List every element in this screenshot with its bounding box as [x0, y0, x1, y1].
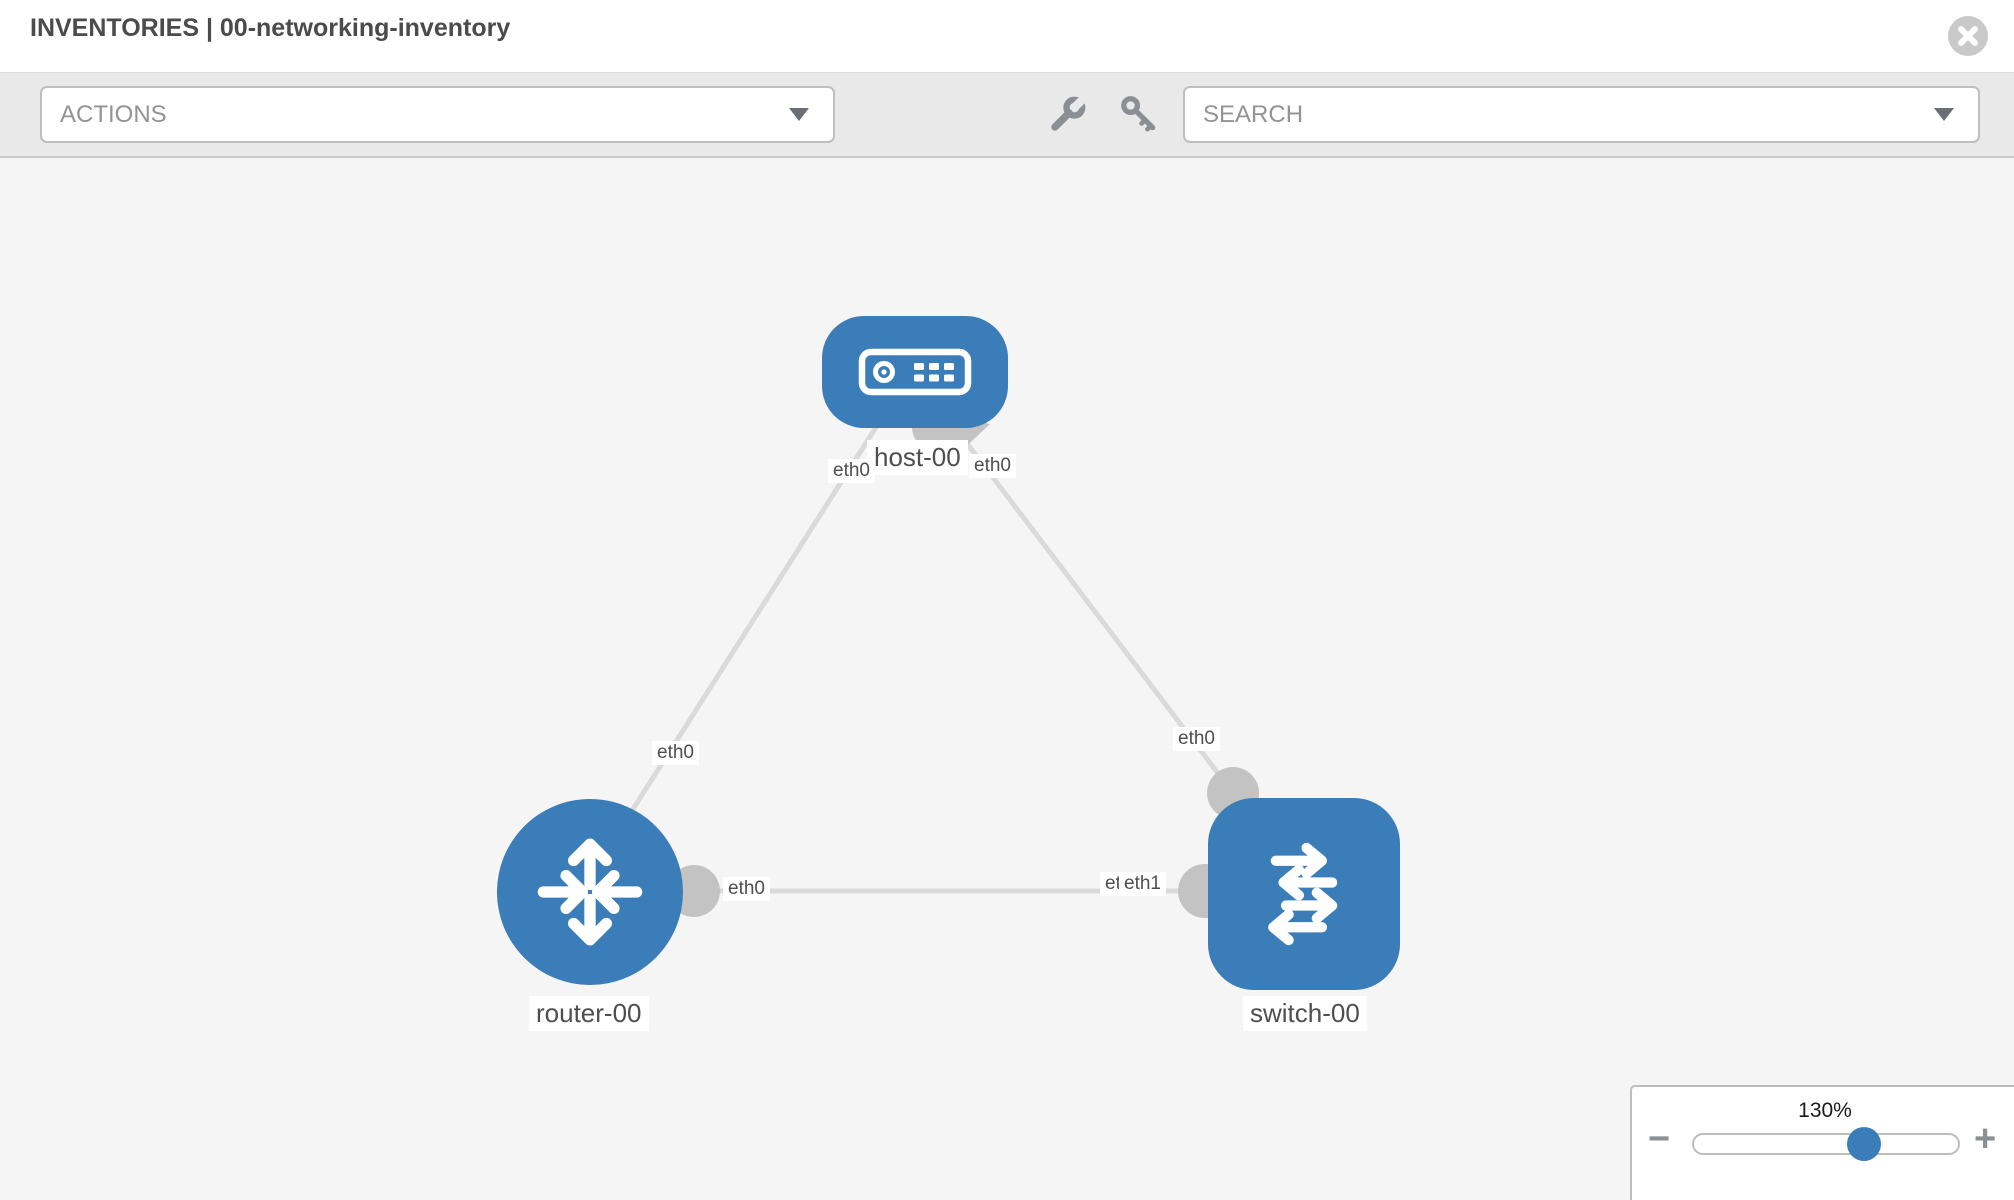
topology-links-layer: [597, 403, 1259, 918]
header: INVENTORIES | 00-networking-inventory: [0, 0, 2014, 72]
actions-dropdown-label: ACTIONS: [60, 100, 167, 128]
interface-label-host-eth0-left: eth0: [828, 459, 875, 483]
search-placeholder: SEARCH: [1203, 100, 1304, 128]
node-label-switch: switch-00: [1243, 996, 1367, 1031]
key-button[interactable]: [1118, 94, 1160, 141]
caret-down-icon: [789, 108, 809, 121]
interface-label-switch-eth0-uplink: eth0: [1173, 727, 1220, 751]
switch-icon: [1268, 842, 1338, 946]
zoom-level-value: 130%: [1798, 1099, 1852, 1122]
node-host-00[interactable]: [822, 316, 1008, 428]
interface-label-router-eth0-uplink: eth0: [652, 741, 699, 765]
host-device-icon: [858, 348, 972, 396]
actions-dropdown[interactable]: ACTIONS: [40, 86, 835, 143]
tools-button[interactable]: [1046, 91, 1091, 141]
key-icon: [1121, 96, 1156, 132]
toolbar: ACTIONS SEARCH: [0, 72, 2014, 158]
node-label-router: router-00: [529, 996, 649, 1031]
zoom-control-panel: 130% − +: [1630, 1085, 2014, 1200]
zoom-in-button[interactable]: +: [1974, 1118, 1997, 1160]
node-switch-00[interactable]: [1208, 798, 1400, 990]
interface-label-switch-eth1: eth1: [1119, 872, 1166, 896]
zoom-slider-track[interactable]: [1692, 1133, 1960, 1155]
link-host-router[interactable]: [597, 419, 883, 863]
zoom-out-button[interactable]: −: [1648, 1118, 1671, 1160]
wrench-icon: [1051, 91, 1091, 131]
node-label-host: host-00: [867, 440, 968, 475]
interface-label-router-eth0-lan: eth0: [723, 877, 770, 901]
zoom-slider-thumb[interactable]: [1847, 1127, 1881, 1161]
close-button[interactable]: [1948, 16, 1988, 56]
topology-canvas[interactable]: host-00 router-00 switch-00 eth0 eth0 et…: [0, 158, 2014, 1200]
close-icon: [1958, 26, 1978, 46]
interface-label-host-eth0-right: eth0: [969, 454, 1016, 478]
page-title: INVENTORIES | 00-networking-inventory: [30, 14, 511, 42]
node-router-00[interactable]: [497, 799, 683, 985]
router-icon: [537, 838, 643, 946]
search-dropdown[interactable]: SEARCH: [1183, 86, 1980, 143]
caret-down-icon: [1934, 108, 1954, 121]
